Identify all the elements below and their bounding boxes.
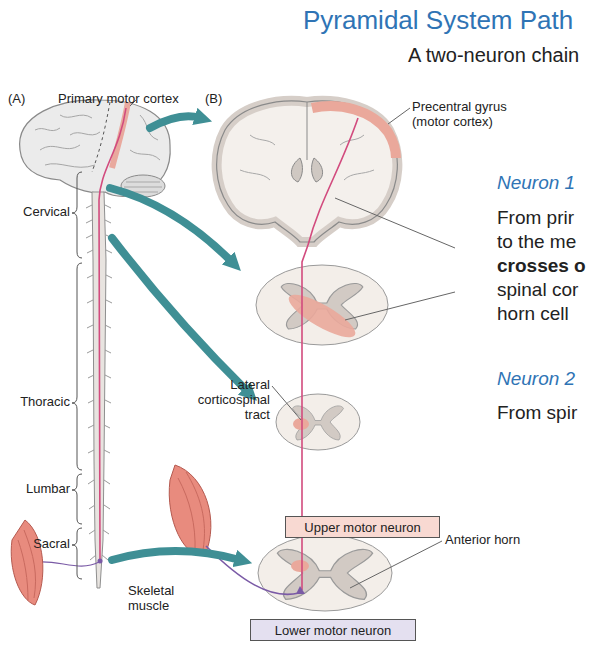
slide-title: Pyramidal System Path [303, 6, 573, 36]
brain-coronal [291, 158, 322, 182]
level-bracket [72, 263, 82, 470]
zoom-arrow [150, 116, 200, 128]
body-text: From spir [497, 402, 577, 424]
panel-letter: (B) [205, 92, 222, 107]
neuron-label-box: Upper motor neuron [285, 516, 440, 538]
level-bracket [72, 474, 82, 524]
level-name: Thoracic [4, 395, 70, 410]
leader-line [388, 108, 410, 124]
spinal-section [302, 245, 308, 590]
box-text: Upper motor neuron [304, 520, 420, 535]
panel-letter: (A) [8, 92, 25, 107]
level-name: Lumbar [4, 482, 70, 497]
zoom-arrow [110, 188, 232, 262]
body-text: horn cell [497, 303, 569, 325]
level-bracket [72, 528, 82, 579]
spinal-section [277, 549, 372, 599]
subtitle: A two-neuron chain [408, 44, 579, 67]
level-name: Sacral [4, 537, 70, 552]
spinal-section [258, 535, 392, 611]
zoom-arrow [112, 238, 248, 392]
spinal-cord [38, 562, 99, 566]
body-text: crosses o [497, 255, 586, 277]
spinal-section [284, 287, 361, 344]
neuron-label-box: Lower motor neuron [250, 619, 416, 641]
leader-line [130, 100, 455, 588]
level-bracket [72, 172, 82, 579]
brain-coronal [217, 101, 398, 242]
brain-lateral [20, 100, 171, 196]
skeletal-muscle [178, 472, 204, 552]
skeletal-muscle [11, 520, 43, 605]
zoom-arrow [112, 551, 240, 560]
brain-lateral [35, 115, 160, 167]
leader-line [335, 198, 455, 248]
brain-lateral [92, 102, 110, 172]
brain-lateral [20, 100, 171, 197]
level-name: Cervical [4, 205, 70, 220]
spinal-cord [38, 108, 126, 588]
brain-coronal [308, 118, 358, 245]
part-name: Lateral corticospinal tract [186, 378, 270, 423]
level-bracket [72, 172, 82, 258]
brain-coronal [312, 106, 396, 158]
spinal-section [291, 560, 309, 572]
leader-line [345, 292, 455, 320]
neuron-heading: Neuron 1 [497, 172, 575, 194]
brain-coronal [240, 135, 374, 180]
brain-coronal [217, 101, 398, 245]
leader-line [350, 541, 442, 588]
part-name: Anterior horn [445, 533, 520, 548]
box-text: Lower motor neuron [275, 623, 391, 638]
spinal-section [256, 265, 388, 345]
body-text: spinal cor [497, 279, 578, 301]
skeletal-muscle [18, 530, 36, 600]
spinal-section [293, 406, 344, 440]
body-text: to the me [497, 231, 576, 253]
zoom-arrow [110, 116, 248, 560]
part-name: Precentral gyrus (motor cortex) [412, 100, 524, 130]
skeletal-muscle [169, 465, 211, 555]
body-text: From prir [497, 207, 574, 229]
part-name: Skeletal muscle [128, 584, 190, 614]
spinal-cord [99, 108, 126, 560]
spinal-section [276, 394, 360, 450]
brain-coronal [307, 102, 308, 160]
brain-coronal [217, 101, 398, 242]
neuron-heading: Neuron 2 [497, 368, 575, 390]
part-name: Primary motor cortex [58, 92, 179, 107]
leader-line [272, 386, 301, 420]
